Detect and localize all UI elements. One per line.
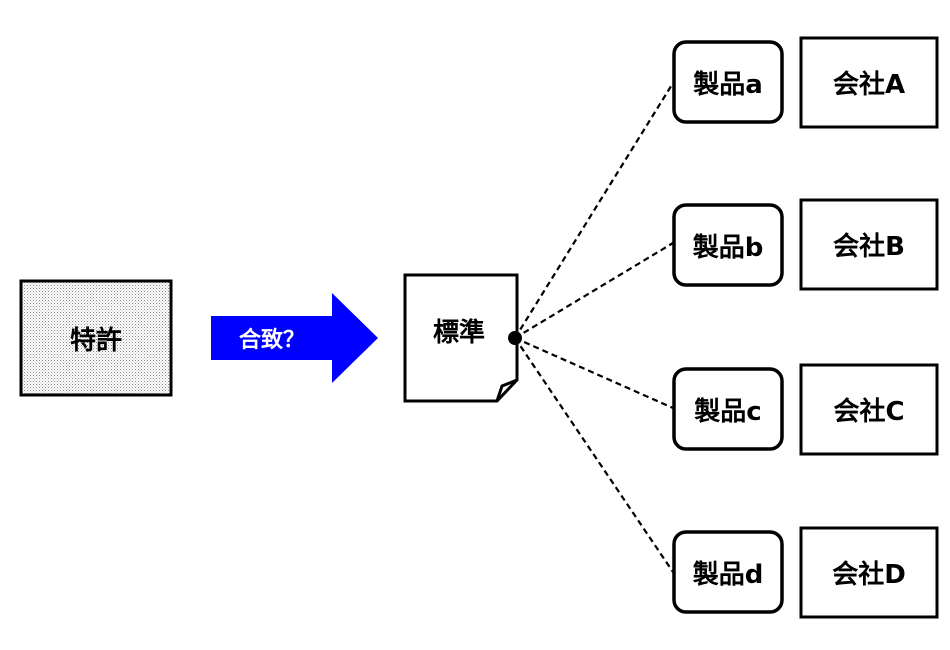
match-arrow-label: 合致？	[238, 328, 305, 353]
product-box-d	[672, 530, 784, 614]
connector-d	[514, 337, 674, 573]
company-label-b: 会社B	[833, 232, 905, 262]
document-fold	[495, 378, 518, 402]
product-label-d: 製品d	[692, 559, 764, 590]
company-box-a	[799, 36, 939, 129]
company-label-d: 会社D	[832, 560, 906, 590]
product-box-b	[672, 203, 784, 287]
product-label-b: 製品b	[692, 232, 764, 263]
match-arrow	[211, 293, 378, 383]
product-box-a	[672, 40, 784, 124]
standard-document	[403, 273, 519, 403]
product-box-c	[672, 367, 784, 451]
standard-label: 標準	[432, 317, 485, 348]
product-label-c: 製品c	[694, 396, 762, 427]
connector-b	[514, 242, 674, 339]
product-label-a: 製品a	[693, 69, 763, 100]
company-label-a: 会社A	[832, 70, 906, 100]
connector-c	[514, 336, 674, 410]
connector-hub-dot	[508, 331, 522, 345]
company-box-c	[799, 363, 939, 456]
patent-box	[19, 279, 173, 397]
company-box-d	[799, 526, 939, 619]
connector-lines	[514, 82, 674, 573]
company-box-b	[799, 198, 939, 291]
patent-label: 特許	[69, 325, 122, 356]
connector-a	[514, 82, 674, 339]
company-label-c: 会社C	[833, 397, 905, 427]
